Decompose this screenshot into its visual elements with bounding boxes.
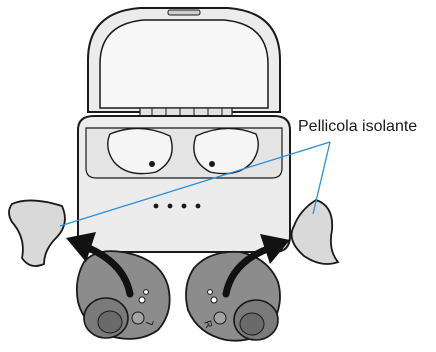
case-lid bbox=[88, 8, 280, 112]
earbud-left: L bbox=[77, 251, 170, 339]
insulating-film-left bbox=[9, 200, 65, 266]
case-body bbox=[78, 116, 290, 252]
insulating-film-right bbox=[292, 200, 338, 264]
earbud-right: R bbox=[186, 252, 280, 341]
insulating-film-label: Pellicola isolante bbox=[298, 118, 417, 136]
